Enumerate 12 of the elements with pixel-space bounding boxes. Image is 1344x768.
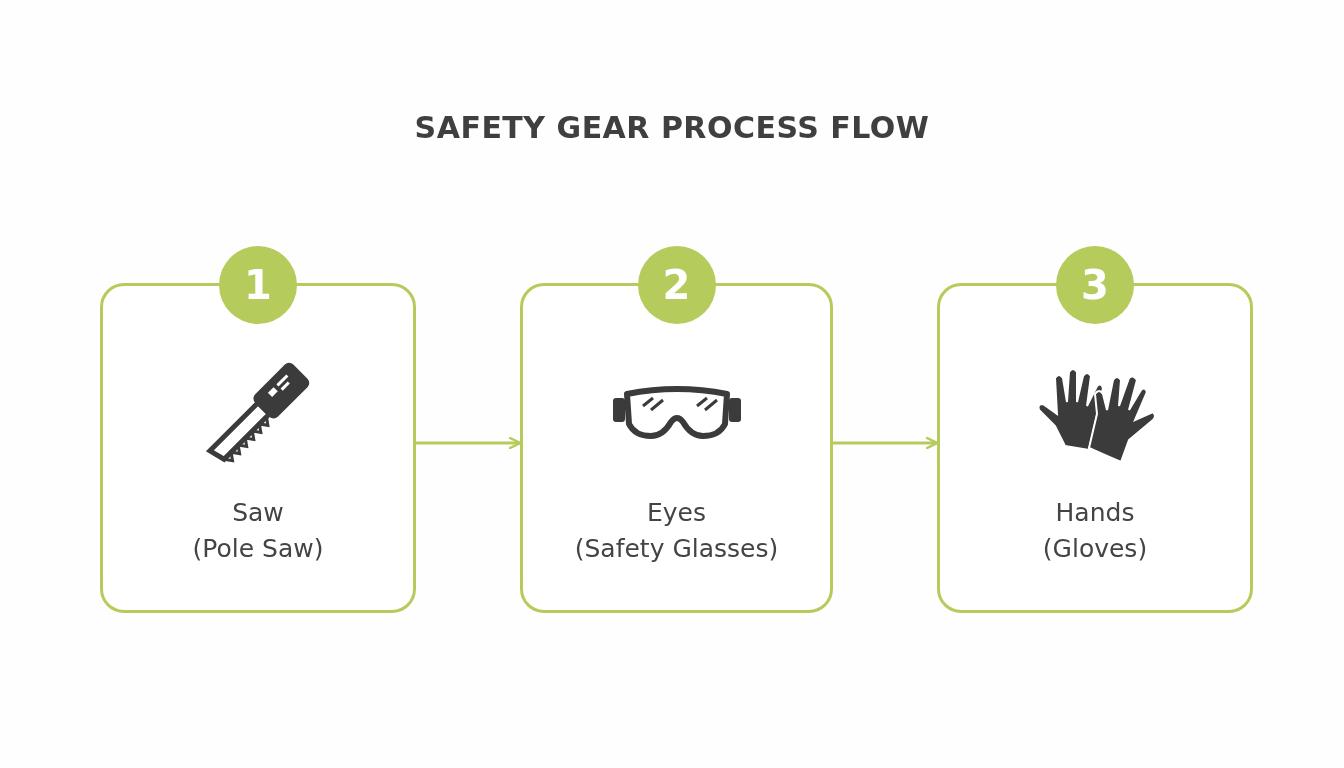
step-title: Hands bbox=[1054, 498, 1136, 527]
step-subtitle: (Pole Saw) bbox=[191, 534, 325, 563]
arrow bbox=[416, 436, 522, 450]
step-subtitle: (Safety Glasses) bbox=[573, 534, 780, 563]
step-title: Eyes bbox=[646, 498, 707, 527]
step-number: 1 bbox=[219, 246, 297, 324]
arrow bbox=[833, 436, 939, 450]
step-number: 3 bbox=[1056, 246, 1134, 324]
step-subtitle: (Gloves) bbox=[1041, 534, 1149, 563]
step-title: Saw bbox=[231, 498, 285, 527]
step-number: 2 bbox=[637, 246, 716, 324]
title: SAFETY GEAR PROCESS FLOW bbox=[413, 110, 931, 145]
